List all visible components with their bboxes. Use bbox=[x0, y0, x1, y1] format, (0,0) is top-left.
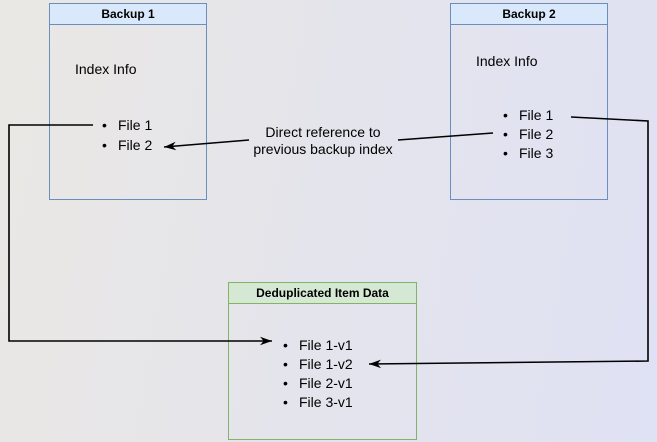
edge-label-direct-reference: Direct reference to previous backup inde… bbox=[243, 124, 403, 158]
node-deduplicated-item-data: Deduplicated Item Data File 1-v1 File 1-… bbox=[228, 282, 417, 440]
node-backup-1-header: Backup 1 bbox=[50, 4, 206, 25]
node-backup-2-title: Backup 2 bbox=[502, 7, 556, 21]
list-item: File 1-v2 bbox=[281, 355, 353, 374]
node-backup-2-body: Index Info File 1 File 2 File 3 bbox=[451, 25, 607, 199]
edge-label-line-1: Direct reference to bbox=[265, 124, 381, 140]
list-item: File 3 bbox=[501, 144, 553, 163]
node-backup-2-subtitle: Index Info bbox=[476, 53, 538, 69]
list-item: File 1 bbox=[100, 115, 152, 135]
node-dedup-body: File 1-v1 File 1-v2 File 2-v1 File 3-v1 bbox=[229, 304, 416, 439]
list-item: File 1-v1 bbox=[281, 336, 353, 355]
list-item: File 3-v1 bbox=[281, 393, 353, 412]
list-item: File 1 bbox=[501, 106, 553, 125]
node-backup-2-file-list: File 1 File 2 File 3 bbox=[501, 106, 553, 163]
node-dedup-file-list: File 1-v1 File 1-v2 File 2-v1 File 3-v1 bbox=[281, 336, 353, 412]
node-backup-1-title: Backup 1 bbox=[101, 7, 155, 21]
node-backup-2: Backup 2 Index Info File 1 File 2 File 3 bbox=[450, 3, 608, 200]
edge-label-line-2: previous backup index bbox=[253, 141, 393, 157]
node-backup-1: Backup 1 Index Info File 1 File 2 bbox=[49, 3, 207, 200]
node-backup-1-body: Index Info File 1 File 2 bbox=[50, 25, 206, 199]
list-item: File 2-v1 bbox=[281, 374, 353, 393]
list-item: File 2 bbox=[501, 125, 553, 144]
node-backup-1-subtitle: Index Info bbox=[75, 61, 137, 77]
node-dedup-header: Deduplicated Item Data bbox=[229, 283, 416, 304]
list-item: File 2 bbox=[100, 135, 152, 155]
node-backup-2-header: Backup 2 bbox=[451, 4, 607, 25]
node-dedup-title: Deduplicated Item Data bbox=[256, 286, 389, 300]
node-backup-1-file-list: File 1 File 2 bbox=[100, 115, 152, 155]
